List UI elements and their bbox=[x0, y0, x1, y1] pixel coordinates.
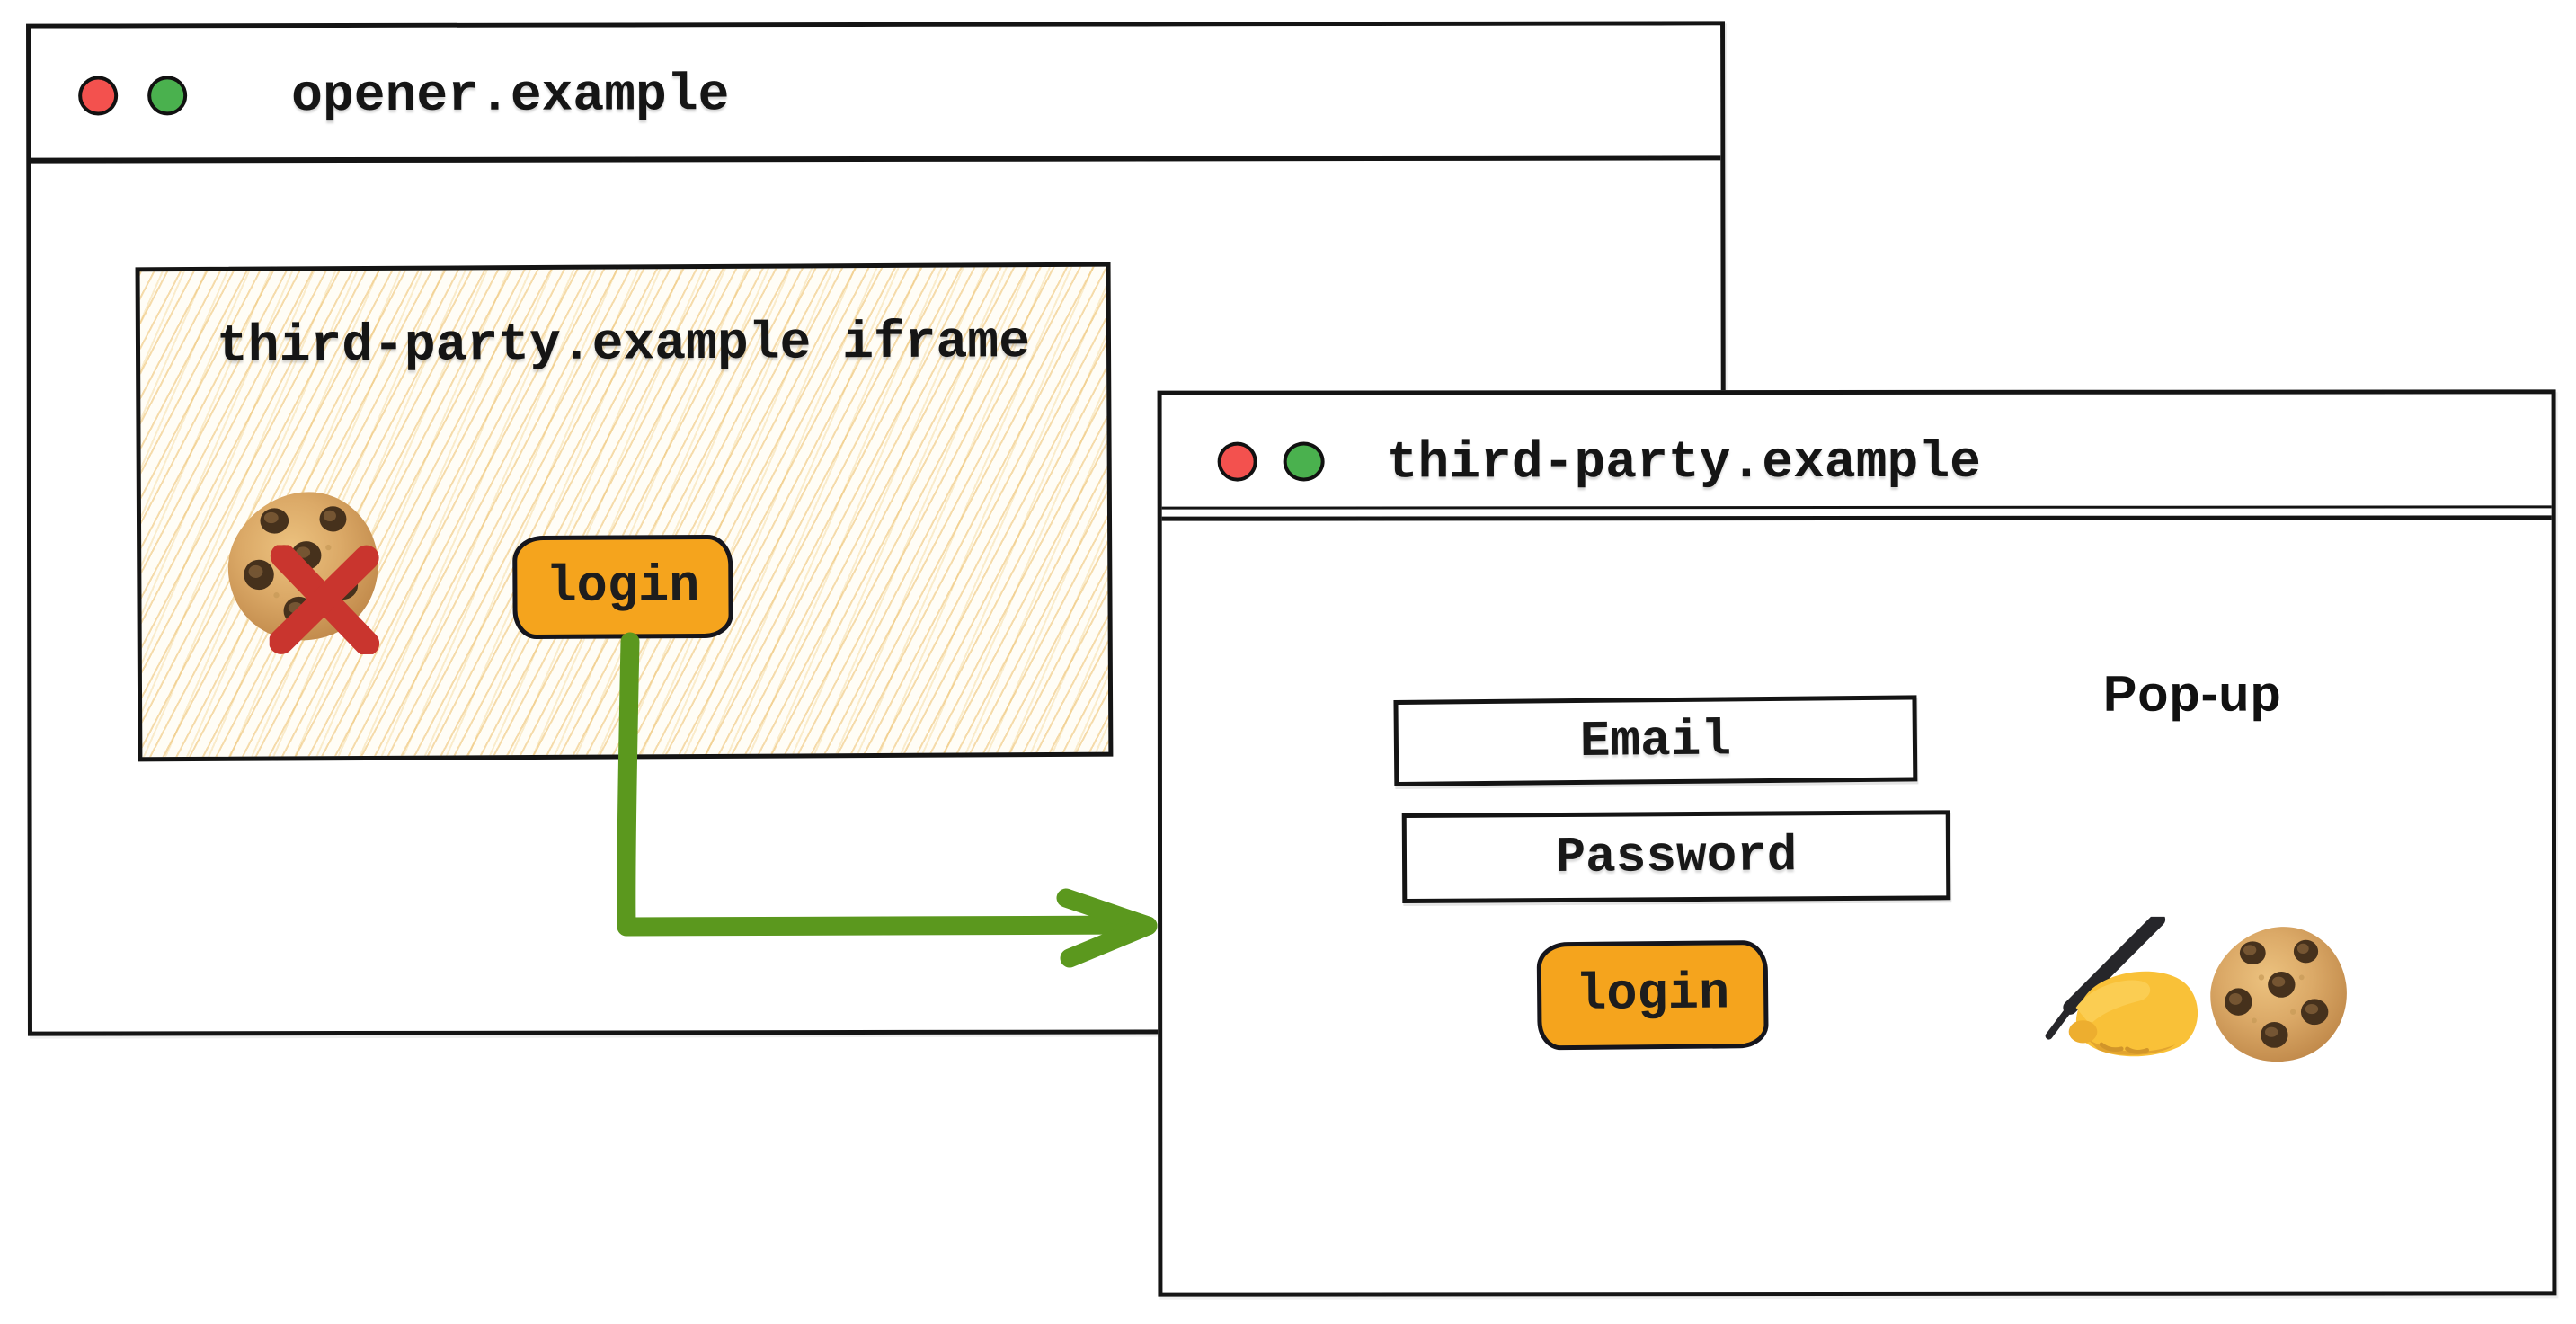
popup-login-button-label: login bbox=[1575, 965, 1730, 1026]
close-window-icon[interactable] bbox=[1217, 441, 1257, 482]
opener-window-titlebar: opener.example bbox=[31, 25, 1721, 164]
titlebar-divider bbox=[1161, 515, 2552, 521]
popup-label: Pop-up bbox=[2102, 664, 2282, 722]
password-field-label: Password bbox=[1555, 827, 1798, 886]
iframe-login-button-label: login bbox=[546, 557, 700, 617]
red-x-icon bbox=[269, 544, 380, 655]
email-field[interactable]: Email bbox=[1393, 695, 1918, 786]
popup-login-button[interactable]: login bbox=[1536, 939, 1769, 1051]
popup-window: third-party.example Pop-up Email Passwor… bbox=[1157, 389, 2557, 1297]
close-window-icon[interactable] bbox=[78, 76, 119, 116]
popup-window-title: third-party.example bbox=[1386, 433, 1981, 493]
opener-window: opener.example third-party.example ifram… bbox=[26, 21, 1727, 1036]
password-field[interactable]: Password bbox=[1401, 810, 1951, 904]
opener-window-title: opener.example bbox=[291, 67, 730, 127]
cookie-icon bbox=[2204, 923, 2353, 1067]
third-party-iframe: third-party.example iframe login bbox=[135, 262, 1114, 762]
email-field-label: Email bbox=[1579, 711, 1732, 771]
iframe-label: third-party.example iframe bbox=[216, 314, 1031, 377]
iframe-login-button[interactable]: login bbox=[512, 534, 733, 640]
minimize-window-icon[interactable] bbox=[147, 76, 188, 116]
writing-hand-icon bbox=[2036, 917, 2207, 1066]
minimize-window-icon[interactable] bbox=[1283, 441, 1325, 482]
popup-window-titlebar: third-party.example bbox=[1161, 394, 2552, 510]
